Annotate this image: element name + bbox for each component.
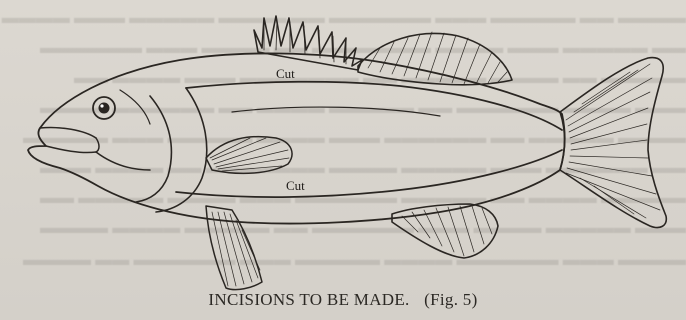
anal-fin bbox=[392, 204, 498, 258]
caption-text: INCISIONS TO BE MADE. bbox=[208, 290, 409, 309]
pectoral-fin bbox=[206, 137, 292, 174]
spiny-dorsal-fin bbox=[254, 16, 362, 70]
upper-cut-label: Cut bbox=[276, 66, 295, 81]
figure-reference: (Fig. 5) bbox=[424, 290, 477, 309]
upper-incision-line bbox=[186, 82, 562, 130]
lower-cut-label: Cut bbox=[286, 178, 305, 193]
soft-dorsal-fin bbox=[358, 32, 512, 85]
pelvic-fin bbox=[206, 206, 262, 290]
fish-body bbox=[28, 53, 565, 223]
figure-caption: INCISIONS TO BE MADE. (Fig. 5) bbox=[0, 290, 686, 310]
tail-fin bbox=[560, 58, 666, 228]
